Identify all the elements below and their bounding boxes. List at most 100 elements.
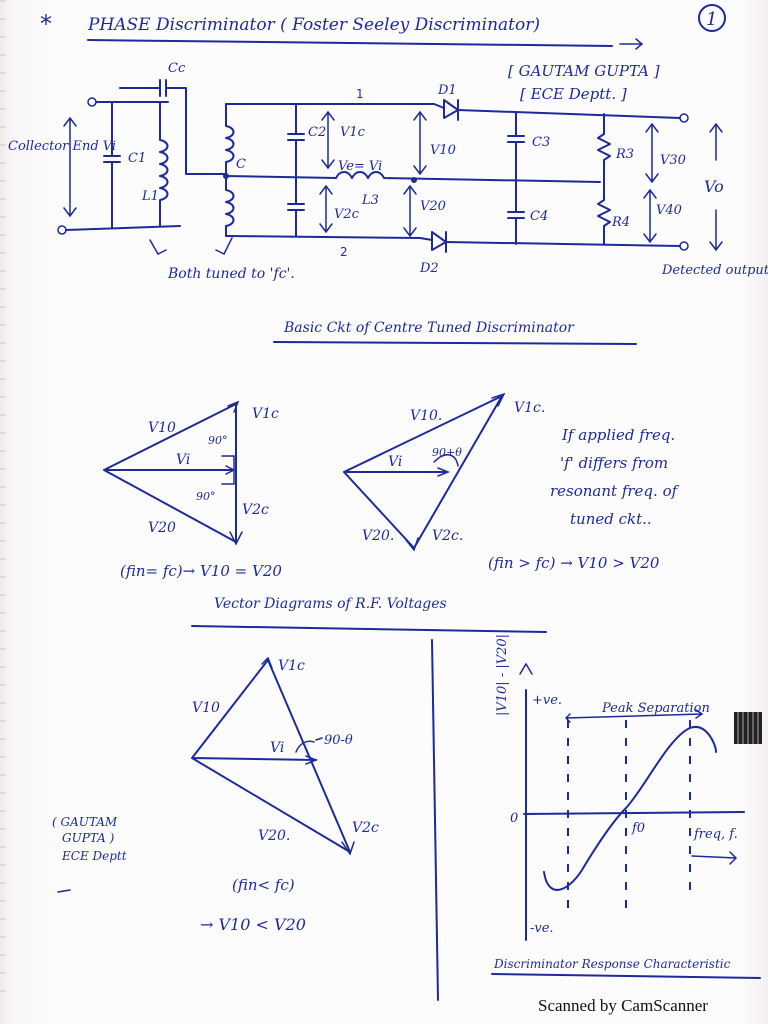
y-axis-label: |V10| - |V20|	[495, 634, 510, 716]
v30-arrow	[645, 122, 659, 184]
peak-separation-arrow	[564, 709, 704, 723]
label-vo: Vo	[704, 177, 724, 196]
d3-v10: V10	[192, 700, 220, 716]
right-angle-marks	[221, 455, 235, 485]
d1-v1c: V1c	[252, 406, 279, 422]
d3-vi: Vi	[270, 740, 284, 756]
star-mark: *	[40, 10, 52, 38]
d3-angle-arc	[295, 737, 323, 753]
d1-v20: V20	[148, 520, 176, 536]
output-rail-top	[457, 109, 681, 119]
top-rail	[225, 103, 445, 109]
label-v10: V10	[430, 143, 456, 158]
vi-arrow	[63, 116, 77, 218]
author-dept: [ ECE Deptt. ]	[520, 85, 627, 103]
d2-angle-arc	[433, 454, 459, 467]
d3-condition: (fin< fc)	[232, 876, 295, 894]
v40-arrow	[643, 188, 657, 244]
response-curve	[543, 725, 717, 891]
v10-arrow	[413, 110, 427, 176]
detected-output-note: Detected output Voltage.	[661, 263, 768, 278]
response-chart: |V10| - |V20| +ve. -ve. 0 f0 freq, f. Pe…	[491, 634, 761, 979]
label-v1c: V1c	[340, 125, 366, 140]
label-c4: C4	[530, 209, 548, 224]
label-ve-vi: Ve= Vi	[338, 159, 382, 174]
label-r4: R4	[611, 215, 630, 230]
marker-lines	[567, 720, 691, 918]
chart-caption-underline	[491, 973, 761, 979]
page-number-circle	[698, 4, 726, 32]
vector-diagram-2-arrowheads	[405, 392, 506, 552]
scanner-footer: Scanned by CamScanner	[538, 996, 708, 1015]
label-l3: L3	[361, 193, 379, 208]
circuit-caption: Basic Ckt of Centre Tuned Discriminator	[283, 320, 575, 336]
capacitor-c1	[103, 101, 121, 229]
page-number: 1	[706, 9, 717, 30]
input-terminal-top	[87, 97, 97, 107]
freq-arrow-icon	[691, 851, 738, 865]
output-terminal-top	[679, 113, 689, 123]
plus-label: +ve.	[532, 693, 562, 708]
capacitors-c3-c4	[507, 111, 525, 245]
inductor-l1	[159, 101, 169, 227]
d2-condition: (fin > fc) → V10 > V20	[488, 554, 660, 572]
tuned-pointer-arrows	[149, 237, 233, 256]
v2c-arrow	[319, 184, 333, 234]
frequency-note: If applied freq. 'f' differs from resona…	[550, 426, 682, 528]
vo-arrow	[709, 122, 723, 252]
bottom-rail	[225, 235, 433, 241]
label-c3: C3	[532, 135, 550, 150]
x-axis	[523, 811, 745, 815]
d2-v2c: V2c.	[432, 528, 463, 544]
x-axis-label: freq, f.	[693, 827, 738, 842]
diode-d1	[443, 99, 459, 121]
inductor-l3-line	[225, 171, 601, 183]
input-leads	[65, 101, 181, 231]
y-axis-arrow-icon	[519, 662, 533, 675]
d2-vi: Vi	[388, 454, 402, 470]
diode-d2	[431, 231, 447, 253]
capacitor-c2-pair	[287, 103, 305, 237]
title-underline	[87, 39, 613, 47]
f0-label: f0	[631, 821, 645, 836]
mid-node	[411, 177, 417, 183]
zero-label: 0	[510, 811, 518, 826]
node-1: 1	[356, 87, 364, 101]
d1-vi: Vi	[176, 452, 190, 468]
label-v2c: V2c	[334, 207, 360, 222]
peak-label: Peak Separation	[601, 701, 710, 716]
vector-caption-underline	[191, 625, 547, 633]
node-2: 2	[340, 245, 348, 259]
label-d2: D2	[419, 261, 439, 276]
d1-condition: (fin= fc)→ V10 = V20	[120, 562, 282, 580]
label-d1: D1	[437, 83, 457, 98]
resistors-r3-r4	[597, 113, 611, 245]
chart-caption: Discriminator Response Characteristic	[493, 957, 731, 971]
vector-diagram-1	[103, 403, 237, 543]
capacitor-cc	[119, 79, 227, 175]
output-terminal-bottom	[679, 241, 689, 251]
minus-label: -ve.	[530, 921, 554, 936]
label-centre-tap: C	[236, 157, 246, 172]
label-v20: V20	[420, 199, 446, 214]
input-terminal-bottom	[57, 225, 67, 235]
author-stamp: ( GAUTAM GUPTA ) ECE Deptt	[52, 815, 127, 863]
stamp-dash	[57, 889, 71, 893]
v1c-arrow	[321, 110, 335, 170]
title-arrow-icon	[619, 38, 644, 50]
inductor-secondary	[225, 103, 235, 237]
d1-v10: V10	[148, 420, 176, 436]
d3-v20: V20.	[258, 828, 290, 844]
d2-v10: V10.	[410, 408, 442, 424]
vector-diagram-3	[191, 659, 351, 853]
d1-v2c: V2c	[242, 502, 269, 518]
page-title: PHASE Discriminator ( Foster Seeley Disc…	[87, 15, 540, 35]
d3-v1c: V1c	[278, 658, 305, 674]
circuit-caption-underline	[273, 341, 637, 345]
page-edge-mark	[734, 712, 762, 744]
section-divider	[431, 639, 439, 1001]
author-name: [ GAUTAM GUPTA ]	[508, 62, 660, 80]
d3-result: → V10 < V20	[200, 915, 306, 934]
